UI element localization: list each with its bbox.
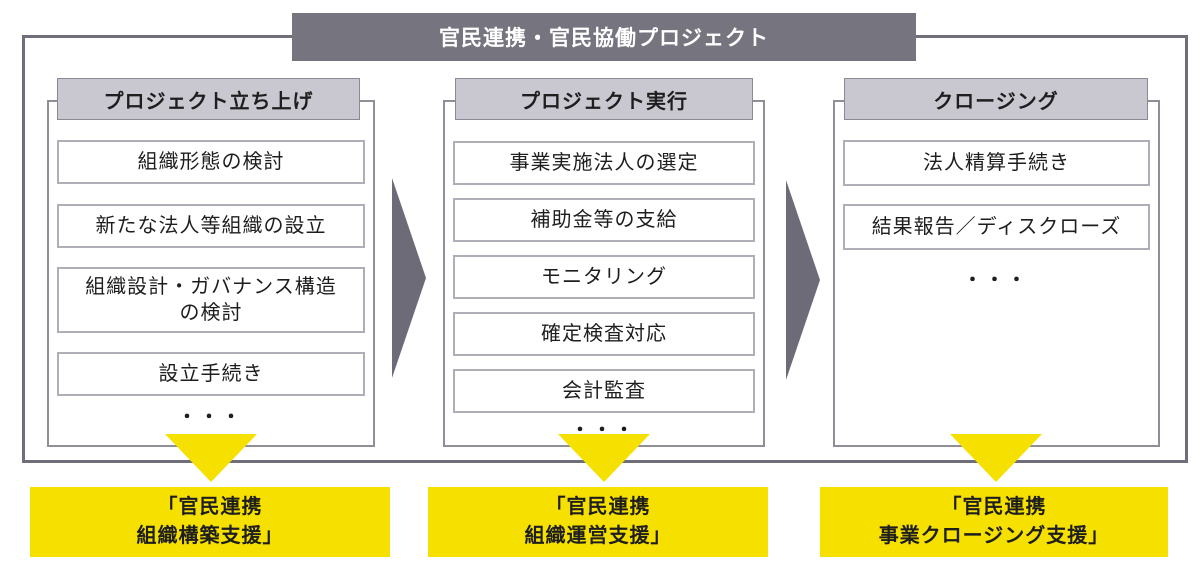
phase-header-execution: プロジェクト実行 — [455, 78, 753, 120]
task-box: 組織形態の検討 — [57, 140, 365, 184]
task-label: モニタリング — [541, 266, 667, 288]
task-label: の検討 — [179, 302, 243, 324]
task-box: 確定検査対応 — [453, 312, 755, 356]
support-label-org-building: 「官民連携 組織構築支援」 — [30, 487, 390, 557]
task-box: 結果報告／ディスクローズ — [843, 204, 1150, 250]
diagram-title-bar: 官民連携・官民協働プロジェクト — [292, 13, 916, 61]
down-arrow-icon — [165, 434, 257, 482]
task-box: 補助金等の支給 — [453, 198, 755, 242]
phase-header-label: プロジェクト立ち上げ — [103, 90, 314, 113]
support-label-closing: 「官民連携 事業クロージング支援」 — [820, 487, 1168, 557]
right-arrow-icon — [786, 180, 820, 380]
phase-header-closing: クロージング — [844, 78, 1148, 120]
support-label-line: 事業クロージング支援」 — [878, 525, 1110, 547]
phase-header-label: クロージング — [933, 90, 1059, 113]
support-label-line: 組織構築支援」 — [136, 525, 284, 547]
task-label: 設立手続き — [158, 363, 264, 385]
task-label: 新たな法人等組織の設立 — [95, 215, 327, 237]
ellipsis-label: ・・・ — [178, 407, 244, 427]
task-box: 新たな法人等組織の設立 — [57, 204, 365, 248]
support-label-line: 「官民連携 — [157, 496, 263, 518]
task-box: 組織設計・ガバナンス構造 の検討 — [57, 267, 365, 333]
task-label: 組織設計・ガバナンス構造 — [85, 276, 337, 298]
task-label: 事業実施法人の選定 — [509, 152, 699, 174]
task-box: 会計監査 — [453, 369, 755, 413]
diagram-title: 官民連携・官民協働プロジェクト — [439, 27, 769, 50]
task-label: 結果報告／ディスクローズ — [871, 216, 1122, 238]
task-box: 法人精算手続き — [843, 140, 1150, 186]
right-arrow-icon — [392, 178, 426, 378]
task-box: 事業実施法人の選定 — [453, 141, 755, 185]
task-label: 会計監査 — [562, 380, 646, 402]
down-arrow-icon — [950, 434, 1042, 482]
down-arrow-icon — [558, 434, 650, 482]
support-label-line: 「官民連携 — [545, 496, 651, 518]
phase-header-label: プロジェクト実行 — [520, 90, 688, 113]
task-label: 組織形態の検討 — [137, 151, 285, 173]
ellipsis-label: ・・・ — [963, 270, 1030, 290]
ellipsis-dots: ・・・ — [843, 264, 1150, 294]
task-label: 法人精算手続き — [923, 152, 1070, 174]
phase-header-launch: プロジェクト立ち上げ — [57, 78, 360, 120]
task-box: モニタリング — [453, 255, 755, 299]
support-label-org-operation: 「官民連携 組織運営支援」 — [428, 487, 768, 557]
task-box: 設立手続き — [57, 352, 365, 396]
ellipsis-dots: ・・・ — [57, 402, 365, 430]
support-label-line: 組織運営支援」 — [524, 525, 672, 547]
task-label: 補助金等の支給 — [530, 209, 678, 231]
task-label: 確定検査対応 — [541, 323, 667, 345]
support-label-line: 「官民連携 — [941, 496, 1047, 518]
